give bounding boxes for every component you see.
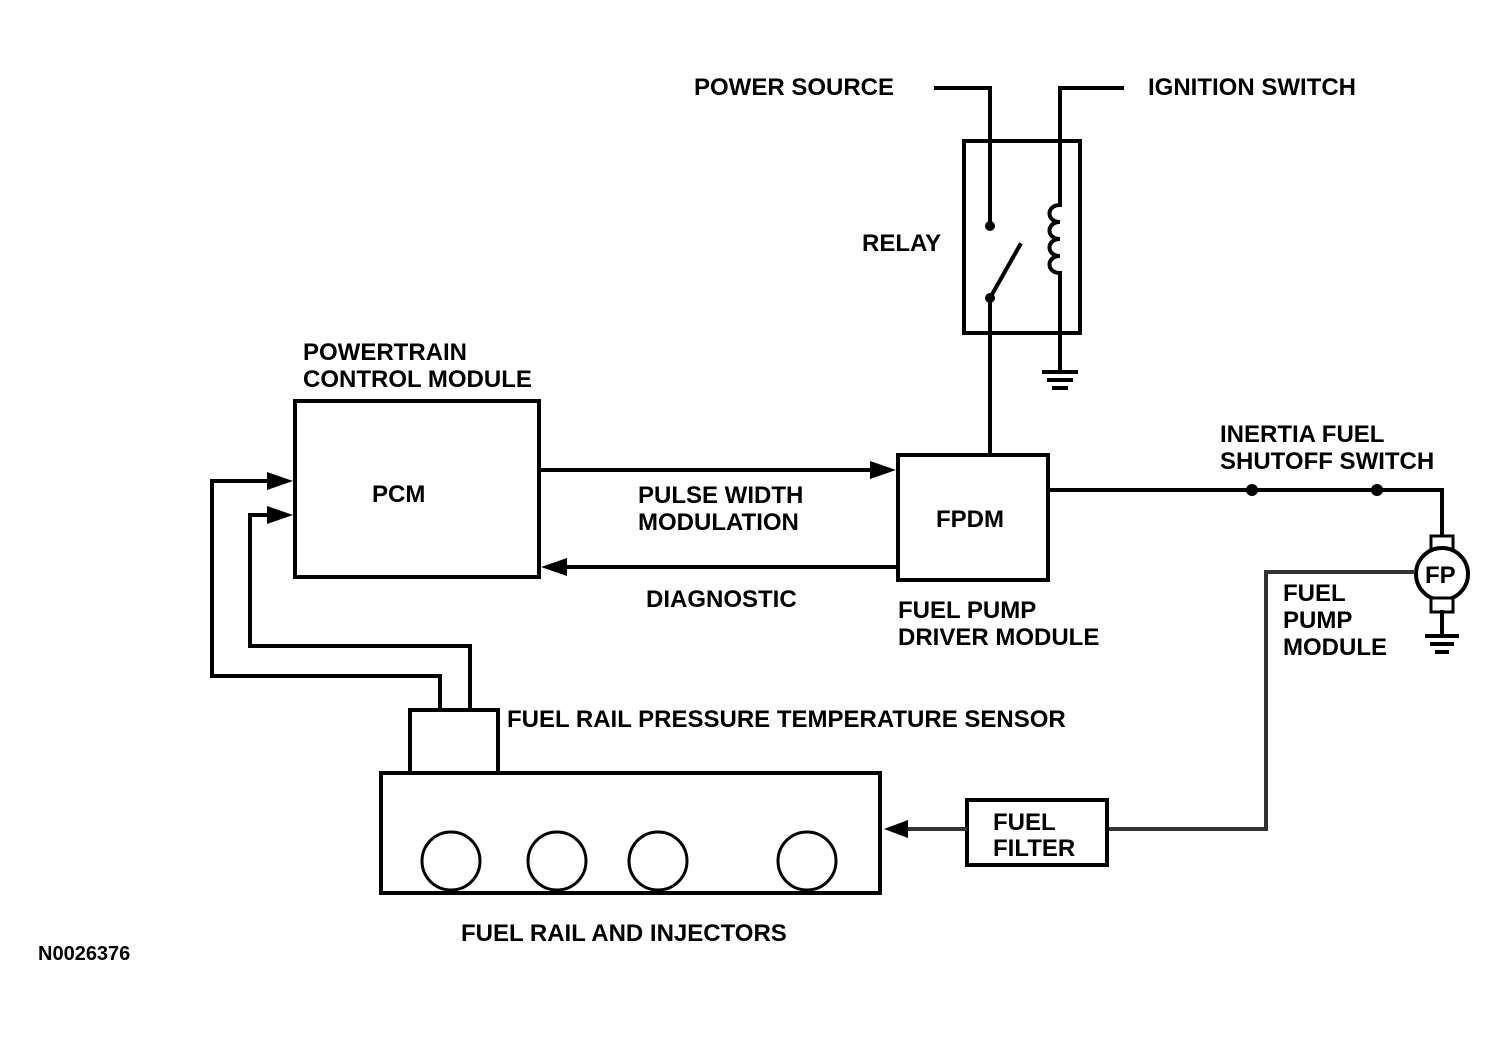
fuel-pump-motor: FP FUEL PUMP MODULE xyxy=(1283,534,1470,661)
fuel-filter-box xyxy=(965,798,1109,867)
fuel-line-pump-to-filter xyxy=(1108,570,1415,831)
arrow-left-icon xyxy=(541,558,567,576)
pump-ground-icon xyxy=(1425,634,1459,654)
arrow-left-icon xyxy=(884,820,908,838)
pwm-label-line1: PULSE WIDTH xyxy=(638,482,803,509)
fuel-rail: FUEL RAIL AND INJECTORS xyxy=(379,771,882,947)
fuel-filter-label-line1: FUEL xyxy=(993,809,1056,836)
pcm-box xyxy=(293,399,541,579)
fuel-filter-label-line2: FILTER xyxy=(993,835,1075,862)
sensor-signal-wire-2 xyxy=(248,513,472,712)
fuel-rail-sensor-box xyxy=(408,708,500,775)
fpdm-block: FPDM FUEL PUMP DRIVER MODULE xyxy=(896,453,1099,651)
fuel-pump-module-line1: FUEL xyxy=(1283,580,1346,607)
fpdm-label: FPDM xyxy=(936,506,1004,533)
pwm-label-line2: MODULATION xyxy=(638,509,799,536)
relay-switch-arm xyxy=(987,242,1023,301)
relay-contact-top xyxy=(985,221,995,231)
figure-id: N0026376 xyxy=(38,943,130,965)
ignition-switch-label: IGNITION SWITCH xyxy=(1148,74,1356,101)
fuel-filter: FUEL FILTER xyxy=(884,798,1109,867)
pcm-block: POWERTRAIN CONTROL MODULE PCM xyxy=(293,339,541,579)
ignition-switch-wire xyxy=(1058,86,1124,207)
fuel-pump-label: FP xyxy=(1425,562,1456,589)
power-source-label: POWER SOURCE xyxy=(694,74,894,101)
pcm-label: PCM xyxy=(372,481,425,508)
fpdm-box xyxy=(896,453,1050,582)
inertia-switch-terminal-2 xyxy=(1371,484,1383,496)
ground-icon xyxy=(1042,370,1078,390)
pump-circuit: INERTIA FUEL SHUTOFF SWITCH xyxy=(1046,421,1444,538)
diagnostic-signal: DIAGNOSTIC xyxy=(541,558,900,613)
inertia-switch-label-line1: INERTIA FUEL xyxy=(1220,421,1384,448)
arrow-right-icon xyxy=(870,461,896,479)
fuel-rail-sensor-label: FUEL RAIL PRESSURE TEMPERATURE SENSOR xyxy=(507,706,1066,733)
relay-label: RELAY xyxy=(862,230,941,257)
power-source-wire xyxy=(934,86,992,228)
relay-coil xyxy=(1047,202,1063,276)
fuel-pump-module-line2: PUMP xyxy=(1283,607,1352,634)
injector-1 xyxy=(420,830,482,892)
arrow-right-icon xyxy=(267,506,293,524)
fuel-rail-label: FUEL RAIL AND INJECTORS xyxy=(461,920,787,947)
pcm-title-line1: POWERTRAIN xyxy=(303,339,467,366)
injector-4 xyxy=(776,830,838,892)
injector-2 xyxy=(526,830,588,892)
inertia-switch-terminal-1 xyxy=(1246,484,1258,496)
diagnostic-label: DIAGNOSTIC xyxy=(646,586,797,613)
sensor-signal-wire-1 xyxy=(210,479,442,712)
injector-3 xyxy=(627,830,689,892)
pcm-title-line2: CONTROL MODULE xyxy=(303,366,532,393)
relay-box xyxy=(962,139,1082,335)
pwm-signal: PULSE WIDTH MODULATION xyxy=(537,461,896,536)
fpdm-name-line1: FUEL PUMP xyxy=(898,597,1036,624)
relay: RELAY xyxy=(862,86,1124,457)
fpdm-name-line2: DRIVER MODULE xyxy=(898,624,1099,651)
arrow-right-icon xyxy=(267,472,293,490)
fuel-pump-module-line3: MODULE xyxy=(1283,634,1387,661)
pump-brush-bottom xyxy=(1429,596,1455,614)
inertia-switch-label-line2: SHUTOFF SWITCH xyxy=(1220,448,1434,475)
